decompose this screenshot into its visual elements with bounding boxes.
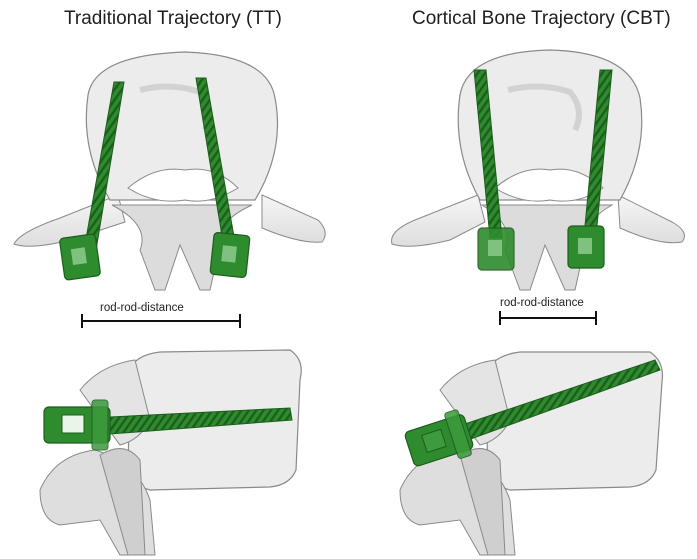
vertebra-lateral-tt: [40, 350, 301, 555]
rod-distance-bar-cbt: [500, 311, 596, 325]
vertebra-axial-tt: [14, 52, 325, 290]
vertebra-axial-cbt: [392, 50, 685, 290]
rod-rod-distance-label-tt: rod-rod-distance: [100, 302, 184, 314]
rod-distance-bar-tt: [82, 314, 240, 328]
rod-rod-distance-label-cbt: rod-rod-distance: [500, 297, 584, 309]
